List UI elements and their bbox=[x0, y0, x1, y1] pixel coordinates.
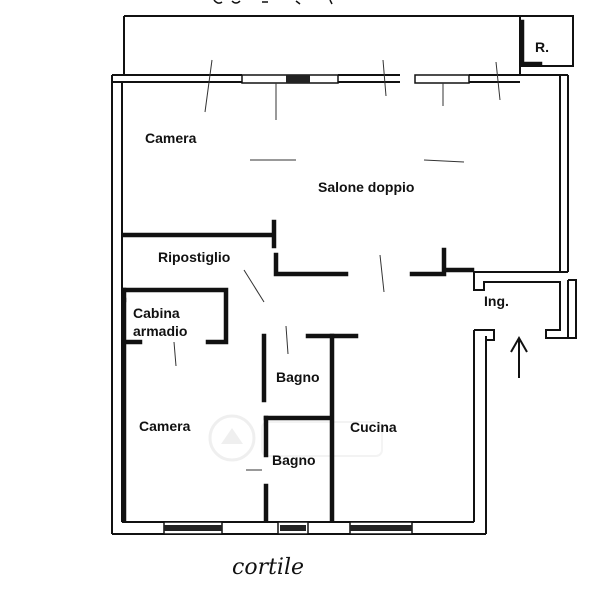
internal-walls bbox=[121, 219, 475, 523]
room-label-ingresso: Ing. bbox=[484, 293, 509, 309]
door-swings bbox=[173, 159, 465, 471]
top-cutoff-scribble bbox=[213, 0, 333, 5]
room-label-cabina-1: Cabina bbox=[133, 305, 180, 321]
room-label-bagno-upper: Bagno bbox=[276, 369, 320, 385]
watermark-logo bbox=[208, 414, 383, 462]
storage-r-box: R. bbox=[519, 15, 574, 67]
room-label-r: R. bbox=[535, 39, 549, 55]
entrance-arrow-icon bbox=[510, 335, 528, 378]
room-label-bagno-lower: Bagno bbox=[272, 452, 316, 468]
room-label-ripostiglio: Ripostiglio bbox=[158, 249, 230, 265]
room-label-camera-top: Camera bbox=[145, 130, 197, 146]
top-windows bbox=[183, 59, 520, 120]
room-label-cabina-2: armadio bbox=[133, 323, 187, 339]
courtyard-label: cortile bbox=[232, 555, 304, 580]
balcony-outline bbox=[123, 15, 521, 75]
room-label-salone: Salone doppio bbox=[318, 179, 414, 195]
bottom-windows bbox=[163, 521, 413, 535]
room-label-cucina: Cucina bbox=[350, 419, 397, 435]
room-label-camera-bottom: Camera bbox=[139, 418, 191, 434]
